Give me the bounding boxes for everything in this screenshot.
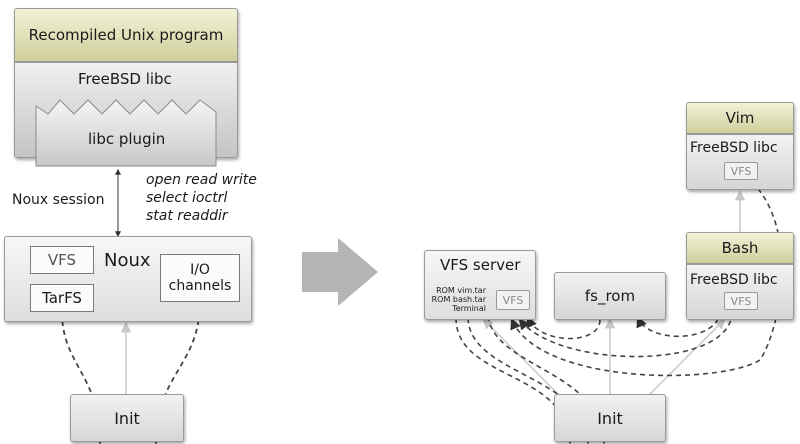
fs-rom-label: fs_rom <box>584 287 636 305</box>
transition-arrow <box>302 238 378 306</box>
vfs-server-inner-label: VFS <box>502 293 524 307</box>
noux-label: Noux <box>104 250 151 271</box>
init-bash-line <box>647 318 726 397</box>
libc-plugin-shape <box>35 99 217 167</box>
vfs-label: VFS <box>47 251 77 269</box>
left-init-label: Init <box>114 408 140 428</box>
vim-vfs-label: VFS <box>730 164 752 178</box>
syscall-line-2: select ioctrl <box>146 190 228 206</box>
vfs-server-label: VFS server <box>440 256 521 274</box>
tarfs-box: TarFS <box>30 284 94 312</box>
vim-vfs-box: VFS <box>724 162 758 180</box>
syscall-line-3: stat readdir <box>146 208 228 224</box>
bash-vfs-to-vfs-server <box>518 311 733 358</box>
vim-vfs-to-vfs-server <box>510 181 783 377</box>
vfs-server-inner-vfs: VFS <box>496 290 530 310</box>
vim-header: Vim <box>686 102 794 134</box>
rom-terminal: Terminal <box>452 304 486 313</box>
rom-vim: ROM vim.tar <box>436 286 486 295</box>
rom-list: ROM vim.tar ROM bash.tar Terminal <box>426 286 486 313</box>
rom-bash: ROM bash.tar <box>431 295 486 304</box>
right-init-box: Init <box>554 394 666 442</box>
tarfs-init-arrow <box>61 311 107 444</box>
tarfs-label: TarFS <box>42 289 82 307</box>
io-channels-box: I/O channels <box>160 254 240 302</box>
libc-label: FreeBSD libc <box>78 70 172 88</box>
program-header: Recompiled Unix program <box>14 8 238 62</box>
left-init-box: Init <box>70 394 184 442</box>
right-init-label: Init <box>597 408 623 428</box>
session-label: Noux session <box>12 192 105 208</box>
fs-rom-box: fs_rom <box>554 272 666 320</box>
io-label-line2: channels <box>168 278 232 294</box>
syscall-list: open read write select ioctrl stat readd… <box>146 172 257 224</box>
init-vfs-server-line <box>482 318 561 397</box>
vim-libc-label: FreeBSD libc <box>690 140 778 156</box>
bash-libc-label: FreeBSD libc <box>690 272 778 288</box>
bash-vfs-box: VFS <box>724 292 758 310</box>
program-label: Recompiled Unix program <box>28 26 224 44</box>
bash-label: Bash <box>721 239 759 257</box>
io-label-line1: I/O <box>190 262 210 278</box>
vim-label: Vim <box>725 109 755 127</box>
bash-header: Bash <box>686 232 794 264</box>
bash-vfs-label: VFS <box>730 294 752 308</box>
vfs-box: VFS <box>30 246 94 274</box>
plugin-label: libc plugin <box>88 130 166 148</box>
syscall-line-1: open read write <box>146 172 257 188</box>
fsrom-to-vfs-server <box>526 315 601 340</box>
